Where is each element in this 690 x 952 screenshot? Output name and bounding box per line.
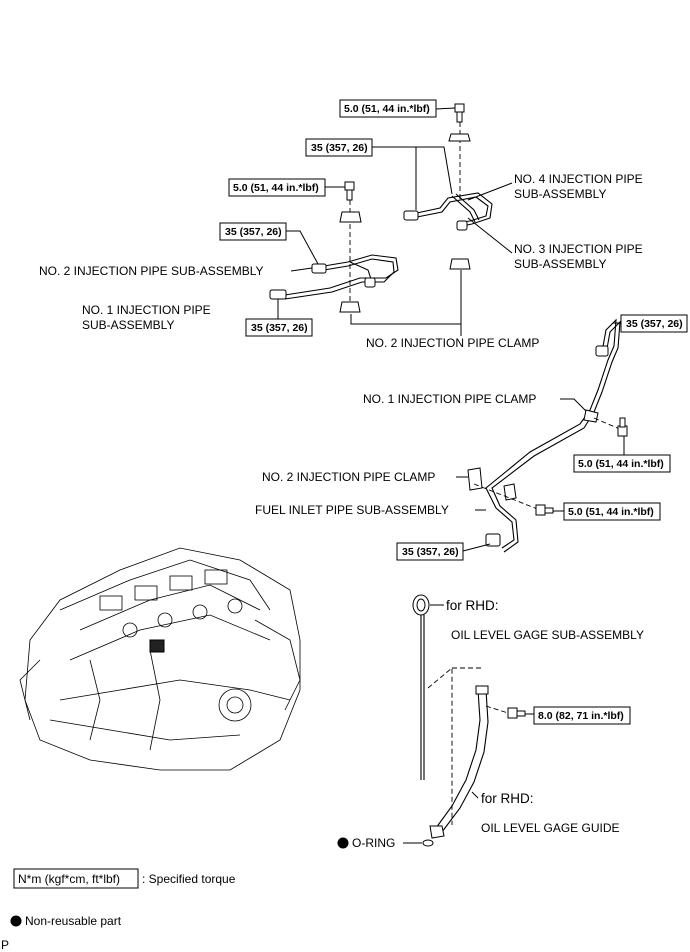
- torque-no4-pipe: 35 (357, 26): [305, 138, 373, 157]
- label-for-rhd-1: for RHD:: [446, 598, 499, 613]
- torque-clamp2-bolt: 5.0 (51, 44 in.*lbf): [563, 502, 661, 521]
- no4-no3-pipes: [403, 192, 493, 231]
- clamp-top-right: [448, 133, 471, 142]
- svg-text:8.0 (82, 71 in.*lbf): 8.0 (82, 71 in.*lbf): [538, 710, 624, 722]
- svg-text:35 (357, 26): 35 (357, 26): [626, 318, 683, 330]
- label-no3-line1: NO. 3 INJECTION PIPE: [514, 242, 643, 256]
- bolt-clamp2: [535, 504, 554, 516]
- no1-clamp-shape: [583, 409, 599, 423]
- label-for-rhd-2: for RHD:: [481, 791, 534, 806]
- label-no2-clamp-mid: NO. 2 INJECTION PIPE CLAMP: [262, 470, 435, 484]
- label-no1-line2: SUB-ASSEMBLY: [82, 318, 174, 332]
- label-no2-pipe: NO. 2 INJECTION PIPE SUB-ASSEMBLY: [39, 264, 264, 278]
- corner-mark: P: [1, 938, 9, 952]
- clamp-left-1: [339, 211, 362, 223]
- no1-no2-pipes: [269, 254, 399, 300]
- bolt-clamp1: [617, 417, 628, 437]
- clamp-right-2: [449, 258, 471, 270]
- label-oil-guide: OIL LEVEL GAGE GUIDE: [481, 821, 620, 835]
- nonreusable-dot-legend: [10, 915, 22, 927]
- legend-nonreusable-text: Non-reusable part: [25, 914, 122, 928]
- torque-bolt-mid: 5.0 (51, 44 in.*lbf): [228, 178, 326, 197]
- torque-fuel-bottom: 35 (357, 26): [396, 542, 464, 561]
- bolt-mid: [344, 181, 355, 201]
- oil-gage-guide: [422, 685, 489, 847]
- svg-text:35 (357, 26): 35 (357, 26): [225, 226, 282, 238]
- svg-text:35 (357, 26): 35 (357, 26): [311, 142, 368, 154]
- clamp-left-2: [339, 301, 361, 313]
- svg-text:5.0 (51, 44 in.*lbf): 5.0 (51, 44 in.*lbf): [344, 103, 430, 115]
- label-no4-line2: SUB-ASSEMBLY: [514, 187, 606, 201]
- engine-illustration: [19, 547, 301, 771]
- torque-guide-bolt: 8.0 (82, 71 in.*lbf): [533, 706, 631, 725]
- torque-no1-pipe: 35 (357, 26): [245, 318, 313, 337]
- label-oring: O-RING: [352, 836, 395, 850]
- label-no3-line2: SUB-ASSEMBLY: [514, 257, 606, 271]
- bolt-top: [454, 103, 465, 123]
- svg-text:5.0 (51, 44 in.*lbf): 5.0 (51, 44 in.*lbf): [578, 458, 664, 470]
- oil-level-gage: [412, 594, 430, 780]
- legend-torque-desc: : Specified torque: [142, 872, 236, 886]
- label-no1-line1: NO. 1 INJECTION PIPE: [82, 303, 211, 317]
- label-no4-line1: NO. 4 INJECTION PIPE: [514, 172, 643, 186]
- svg-text:5.0 (51, 44 in.*lbf): 5.0 (51, 44 in.*lbf): [568, 506, 654, 518]
- torque-bolt-top: 5.0 (51, 44 in.*lbf): [339, 99, 437, 118]
- torque-no2-pipe: 35 (357, 26): [219, 222, 287, 241]
- svg-text:35 (357, 26): 35 (357, 26): [402, 546, 459, 558]
- label-oil-gage: OIL LEVEL GAGE SUB-ASSEMBLY: [451, 628, 644, 642]
- label-fuel-inlet: FUEL INLET PIPE SUB-ASSEMBLY: [255, 503, 449, 517]
- no2-clamp-mid-shape: [467, 467, 483, 491]
- svg-text:35 (357, 26): 35 (357, 26): [251, 322, 308, 334]
- bolt-guide: [507, 707, 526, 719]
- legend-torque-box: N*m (kgf*cm, ft*lbf): [18, 872, 120, 886]
- nonreusable-dot-oring: [337, 837, 349, 849]
- label-no2-clamp-top: NO. 2 INJECTION PIPE CLAMP: [366, 336, 539, 350]
- legend-nonreusable: Non-reusable part: [10, 914, 122, 928]
- legend-torque: N*m (kgf*cm, ft*lbf) : Specified torque: [13, 868, 236, 889]
- label-no1-clamp: NO. 1 INJECTION PIPE CLAMP: [363, 392, 536, 406]
- torque-fuel-top: 35 (357, 26): [620, 314, 688, 333]
- torque-clamp1-bolt: 5.0 (51, 44 in.*lbf): [573, 454, 671, 473]
- svg-text:5.0 (51, 44 in.*lbf): 5.0 (51, 44 in.*lbf): [233, 182, 319, 194]
